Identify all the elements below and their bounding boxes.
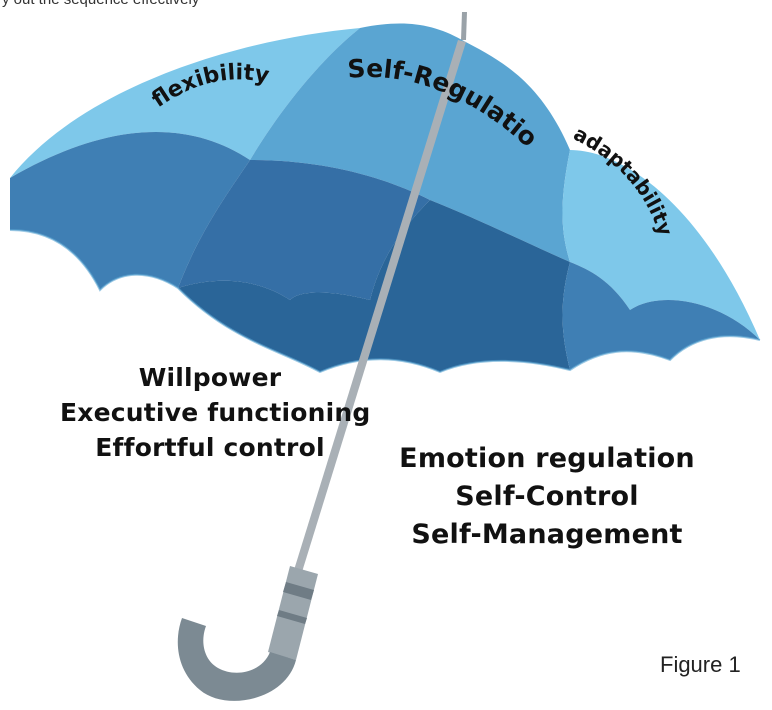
canopy-edge (9, 229, 761, 374)
umbrella-shaft (294, 40, 466, 572)
term-self-control: Self-Control (455, 481, 639, 512)
left-term-list: Willpower Executive functioning Effortfu… (60, 360, 371, 465)
term-willpower: Willpower (138, 363, 282, 392)
right-term-list: Emotion regulation Self-Control Self-Man… (392, 440, 702, 554)
term-executive-functioning: Executive functioning (60, 398, 371, 427)
canopy-panel-center-top (250, 23, 570, 262)
umbrella-handle-band (283, 582, 314, 600)
canopy-fold-center (178, 200, 570, 372)
canopy-fold-inner-left (178, 160, 430, 300)
canopy-fold-right (562, 262, 760, 370)
canopy-panel-left-top (10, 28, 360, 178)
term-emotion-regulation: Emotion regulation (399, 443, 695, 474)
term-effortful-control: Effortful control (95, 433, 325, 462)
umbrella-handle-band (277, 610, 307, 624)
term-self-management: Self-Management (411, 519, 683, 550)
umbrella-handle-grip (268, 566, 318, 660)
figure-caption: Figure 1 (660, 652, 741, 677)
umbrella-tip (461, 12, 467, 40)
umbrella-handle-hook (177, 618, 296, 701)
canopy-panel-right-top (562, 150, 760, 340)
cropped-top-text: y out the sequence effectively (2, 0, 199, 8)
